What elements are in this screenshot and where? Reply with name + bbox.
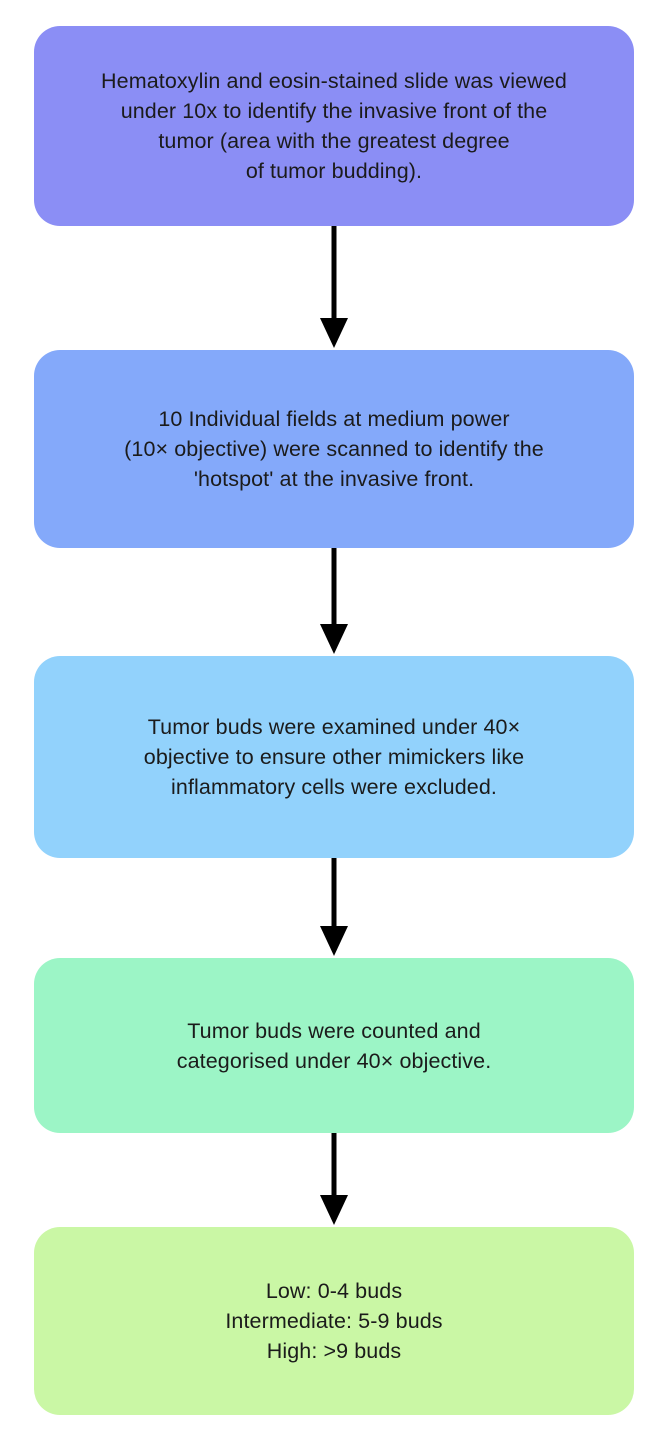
arrow-node2-to-node3: [0, 548, 668, 656]
arrow-node3-to-node4: [0, 858, 668, 958]
flow-node-3-text: Tumor buds were examined under 40× objec…: [143, 715, 525, 799]
flow-node-scan-hotspot: 10 Individual fields at medium power (10…: [34, 350, 634, 548]
flow-node-5-text: Low: 0-4 buds Intermediate: 5-9 buds Hig…: [225, 1279, 443, 1363]
flow-node-identify-invasive-front: Hematoxylin and eosin-stained slide was …: [34, 26, 634, 226]
flow-node-4-text: Tumor buds were counted and categorised …: [176, 1018, 492, 1073]
flow-node-1-text: Hematoxylin and eosin-stained slide was …: [101, 69, 567, 183]
flow-node-count-and-categorise: Tumor buds were counted and categorised …: [34, 958, 634, 1133]
arrow-node1-to-node2: [0, 226, 668, 350]
flow-node-grading-categories: Low: 0-4 buds Intermediate: 5-9 buds Hig…: [34, 1227, 634, 1415]
flow-node-exclude-mimickers: Tumor buds were examined under 40× objec…: [34, 656, 634, 858]
flow-node-2-text: 10 Individual fields at medium power (10…: [124, 407, 544, 491]
arrow-node4-to-node5: [0, 1133, 668, 1227]
